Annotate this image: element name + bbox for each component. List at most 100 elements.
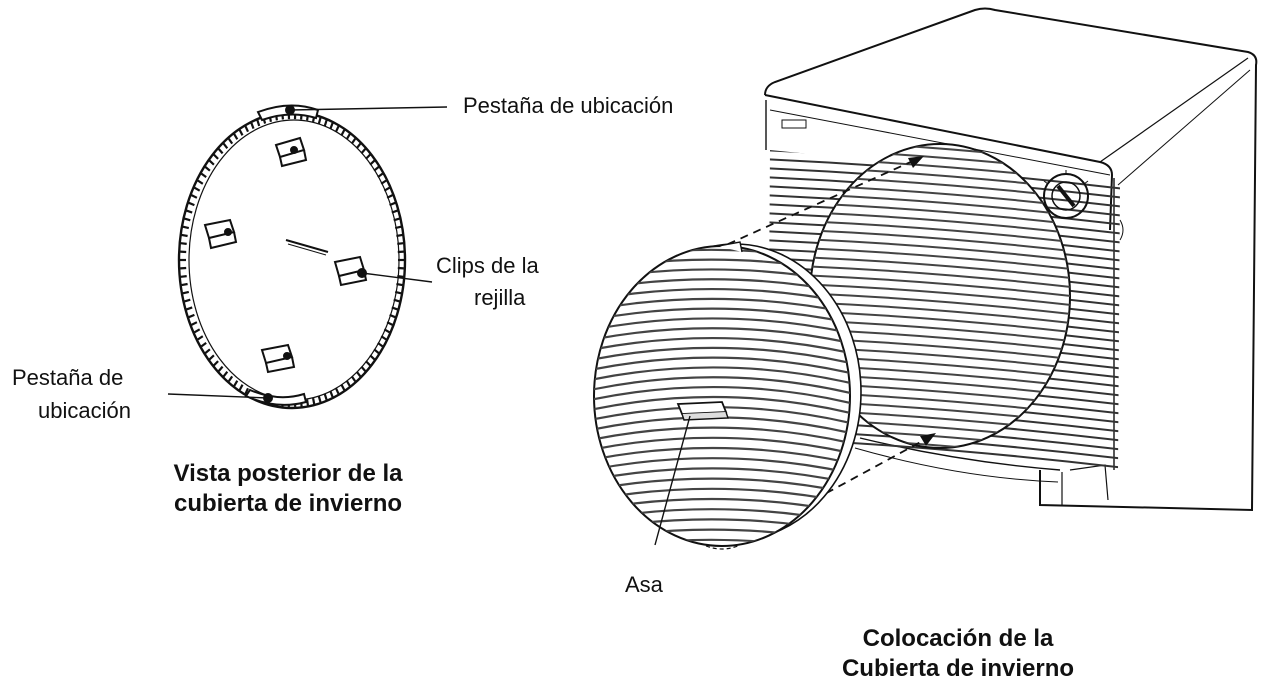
rim-tooth [197, 335, 204, 341]
disc-slat [594, 346, 850, 366]
label-grille-clips-line1: Clips de la [436, 253, 539, 278]
rim-tooth [222, 371, 229, 378]
opening-slat [810, 256, 1070, 280]
rim-tooth [383, 328, 391, 334]
caption-rear-view-line2: cubierta de invierno [173, 490, 403, 517]
disc-slat [594, 395, 850, 416]
rim-tooth [213, 360, 219, 367]
disc-slat [594, 376, 850, 396]
disc-slat [594, 356, 850, 376]
disc-slat [594, 307, 850, 326]
rim-tooth [208, 159, 215, 166]
rim-tooth [186, 306, 193, 311]
bottom-locating-tab [244, 388, 308, 406]
device-circular-opening [809, 143, 1071, 449]
opening-slat [810, 238, 1070, 262]
rim-tooth [323, 119, 328, 127]
opening-slat [810, 292, 1070, 316]
rim-tooth [365, 360, 371, 367]
rim-tooth [193, 328, 201, 334]
rim-tooth [208, 354, 215, 361]
caption-placement: Colocación de la Cubierta de invierno [778, 624, 1138, 684]
rim-tooth [360, 365, 367, 372]
label-bottom-locating-tab-line2: ubicación [38, 398, 131, 423]
rim-tooth [197, 179, 204, 185]
caption-rear-view-line1: Vista posterior de la [173, 460, 403, 487]
rim-tooth [217, 365, 224, 372]
rim-tooth [386, 194, 393, 199]
opening-slat [810, 247, 1070, 271]
disc-slat [594, 446, 850, 466]
rim-tooth [200, 342, 207, 348]
rim-tooth [233, 380, 239, 387]
rim-tooth [369, 354, 376, 361]
rim-tooth [345, 380, 351, 387]
rim-tooth [323, 393, 328, 401]
rim-tooth [373, 166, 380, 172]
rim-tooth [397, 275, 404, 278]
rim-tooth [391, 209, 398, 214]
caption-placement-line2: Cubierta de invierno [841, 655, 1075, 682]
rim-tooth [184, 298, 191, 303]
rim-tooth [250, 122, 255, 129]
rim-tooth [317, 117, 322, 124]
rim-tooth [386, 321, 393, 326]
grille-clip-right [333, 255, 368, 287]
rim-tooth [394, 290, 402, 295]
grille-clip-bottom [260, 343, 296, 374]
rear-view-cover [177, 104, 407, 410]
disc-slat [594, 477, 850, 496]
opening-slat [810, 220, 1070, 244]
air-conditioner-unit [764, 7, 1258, 512]
rim-tooth [355, 142, 362, 149]
rim-tooth [181, 282, 188, 287]
rim-tooth [380, 179, 387, 185]
rim-tooth [312, 397, 316, 405]
rim-tooth [329, 122, 334, 129]
rim-tooth [340, 384, 346, 391]
rim-tooth [181, 233, 188, 238]
rim-tooth [182, 225, 190, 230]
cover-handle [676, 401, 729, 421]
rim-tooth [238, 129, 244, 136]
rim-tooth [306, 399, 309, 406]
rim-tooth [335, 125, 340, 133]
rim-tooth [182, 290, 190, 295]
center-slot [285, 239, 329, 253]
rim-tooth [227, 375, 234, 382]
control-knob [1043, 170, 1089, 219]
rim-tooth [329, 391, 334, 398]
rim-tooth [184, 217, 191, 222]
rim-tooth [244, 387, 249, 395]
rim-tooth [360, 148, 367, 155]
rim-tooth [191, 321, 198, 326]
rim-tooth [365, 153, 371, 160]
opening-slat [810, 265, 1070, 289]
rim-tooth [393, 217, 400, 222]
rim-tooth [345, 133, 351, 140]
rim-tooth [188, 201, 195, 207]
rim-tooth [380, 335, 387, 341]
rim-tooth [180, 275, 187, 278]
opening-slat [810, 229, 1070, 253]
rim-tooth [377, 342, 384, 348]
label-grille-clips-line2: rejilla [474, 285, 526, 310]
disc-slat [594, 457, 850, 476]
rim-tooth [180, 242, 187, 245]
rim-tooth [188, 313, 195, 319]
rim-tooth [335, 387, 340, 395]
rim-tooth [394, 225, 402, 230]
disc-slat [594, 467, 850, 486]
rim-tooth [213, 153, 219, 160]
opening-slat [810, 211, 1070, 235]
opening-slat [810, 283, 1070, 307]
rim-tooth [186, 209, 193, 214]
label-top-locating-tab: Pestaña de ubicación [463, 93, 674, 118]
rim-tooth [391, 306, 398, 311]
handle-leader-line [654, 415, 691, 546]
rim-tooth [217, 148, 224, 155]
disc-slat [594, 336, 850, 356]
rim-tooth [233, 133, 239, 140]
